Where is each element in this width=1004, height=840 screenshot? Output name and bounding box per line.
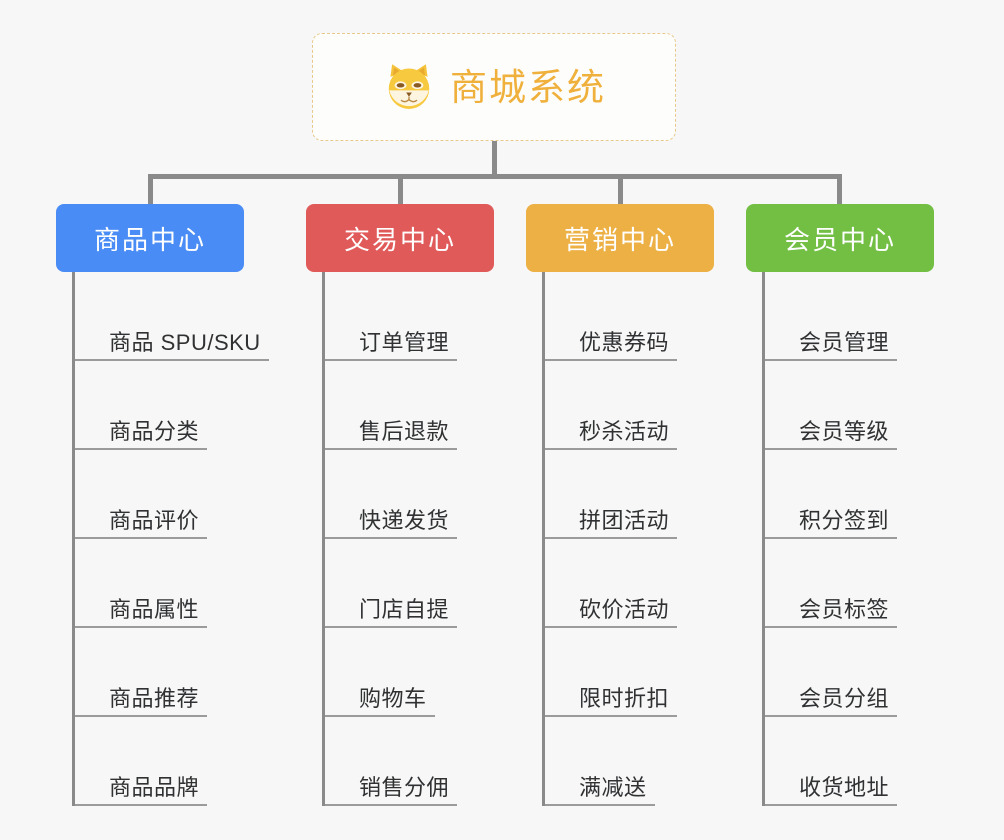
leaf-underline (765, 626, 897, 628)
branch-body-marketing: 优惠券码 秒杀活动 拼团活动 砍价活动 限时折扣 满减送 (542, 272, 762, 806)
branch-header-member[interactable]: 会员中心 (746, 204, 934, 272)
connector-bus (148, 174, 842, 179)
root-node[interactable]: 商城系统 (312, 33, 676, 141)
leaf-label: 会员分组 (799, 685, 890, 711)
list-item[interactable]: 会员分组 (765, 628, 982, 717)
leaf-underline (545, 359, 677, 361)
leaf-underline (765, 448, 897, 450)
leaf-underline (325, 448, 457, 450)
list-item[interactable]: 商品评价 (75, 450, 292, 539)
leaf-underline (75, 804, 207, 806)
root-title: 商城系统 (450, 66, 606, 108)
shiba-dog-icon (388, 64, 430, 109)
leaf-label: 商品推荐 (109, 685, 200, 711)
leaf-underline (545, 626, 677, 628)
leaf-label: 积分签到 (799, 507, 890, 533)
leaf-underline (75, 626, 207, 628)
list-item[interactable]: 会员管理 (765, 272, 982, 361)
connector-drop-branch-1 (398, 174, 403, 206)
connector-root-stem (492, 141, 497, 178)
leaf-underline (75, 448, 207, 450)
list-item[interactable]: 秒杀活动 (545, 361, 762, 450)
leaf-label: 门店自提 (359, 596, 450, 622)
leaf-label: 快递发货 (359, 507, 450, 533)
branch-header-trade[interactable]: 交易中心 (306, 204, 494, 272)
leaf-underline (325, 715, 435, 717)
list-item[interactable]: 积分签到 (765, 450, 982, 539)
leaf-label: 优惠券码 (579, 329, 670, 355)
list-item[interactable]: 商品品牌 (75, 717, 292, 806)
branch-body-member: 会员管理 会员等级 积分签到 会员标签 会员分组 收货地址 (762, 272, 982, 806)
list-item[interactable]: 快递发货 (325, 450, 542, 539)
list-item[interactable]: 拼团活动 (545, 450, 762, 539)
list-item[interactable]: 商品推荐 (75, 628, 292, 717)
list-item[interactable]: 门店自提 (325, 539, 542, 628)
leaf-underline (325, 804, 457, 806)
list-item[interactable]: 购物车 (325, 628, 542, 717)
leaf-underline (545, 448, 677, 450)
branch-column-member: 会员中心 会员管理 会员等级 积分签到 会员标签 会员分组 (746, 204, 982, 806)
leaf-label: 限时折扣 (579, 685, 670, 711)
leaf-label: 销售分佣 (359, 774, 450, 800)
leaf-label: 会员管理 (799, 329, 890, 355)
leaf-label: 砍价活动 (579, 596, 670, 622)
branch-column-marketing: 营销中心 优惠券码 秒杀活动 拼团活动 砍价活动 限时折扣 (526, 204, 762, 806)
branch-header-label: 交易中心 (343, 224, 456, 255)
list-item[interactable]: 售后退款 (325, 361, 542, 450)
leaf-underline (765, 715, 897, 717)
branch-column-trade: 交易中心 订单管理 售后退款 快递发货 门店自提 购物车 (306, 204, 542, 806)
connector-drop-branch-3 (837, 174, 842, 206)
leaf-label: 商品分类 (109, 418, 200, 444)
leaf-underline (765, 804, 897, 806)
leaf-label: 拼团活动 (579, 507, 670, 533)
leaf-label: 商品品牌 (109, 774, 200, 800)
list-item[interactable]: 商品 SPU/SKU (75, 272, 292, 361)
branch-column-product: 商品中心 商品 SPU/SKU 商品分类 商品评价 商品属性 商品推荐 (56, 204, 292, 806)
list-item[interactable]: 限时折扣 (545, 628, 762, 717)
leaf-label: 商品 SPU/SKU (109, 329, 261, 355)
leaf-underline (545, 804, 655, 806)
branch-header-marketing[interactable]: 营销中心 (526, 204, 714, 272)
leaf-underline (325, 626, 457, 628)
leaf-underline (75, 537, 207, 539)
list-item[interactable]: 会员标签 (765, 539, 982, 628)
branch-header-product[interactable]: 商品中心 (56, 204, 244, 272)
leaf-underline (325, 537, 457, 539)
branch-body-product: 商品 SPU/SKU 商品分类 商品评价 商品属性 商品推荐 商品品牌 (72, 272, 292, 806)
leaf-underline (765, 537, 897, 539)
list-item[interactable]: 优惠券码 (545, 272, 762, 361)
leaf-label: 订单管理 (359, 329, 450, 355)
branch-header-label: 商品中心 (93, 224, 206, 255)
leaf-label: 满减送 (579, 774, 647, 800)
list-item[interactable]: 商品属性 (75, 539, 292, 628)
leaf-label: 售后退款 (359, 418, 450, 444)
leaf-underline (325, 359, 457, 361)
leaf-label: 商品评价 (109, 507, 200, 533)
list-item[interactable]: 砍价活动 (545, 539, 762, 628)
leaf-underline (545, 715, 677, 717)
branch-header-label: 营销中心 (563, 224, 676, 255)
leaf-underline (75, 359, 269, 361)
list-item[interactable]: 销售分佣 (325, 717, 542, 806)
leaf-label: 会员标签 (799, 596, 890, 622)
list-item[interactable]: 商品分类 (75, 361, 292, 450)
connector-drop-branch-0 (148, 174, 153, 206)
leaf-label: 秒杀活动 (579, 418, 670, 444)
leaf-underline (545, 537, 677, 539)
branch-body-trade: 订单管理 售后退款 快递发货 门店自提 购物车 销售分佣 (322, 272, 542, 806)
leaf-label: 购物车 (359, 685, 427, 711)
branch-header-label: 会员中心 (783, 224, 896, 255)
list-item[interactable]: 收货地址 (765, 717, 982, 806)
connector-drop-branch-2 (618, 174, 623, 206)
leaf-label: 收货地址 (799, 774, 890, 800)
leaf-underline (765, 359, 897, 361)
list-item[interactable]: 会员等级 (765, 361, 982, 450)
leaf-label: 会员等级 (799, 418, 890, 444)
list-item[interactable]: 满减送 (545, 717, 762, 806)
list-item[interactable]: 订单管理 (325, 272, 542, 361)
leaf-underline (75, 715, 207, 717)
leaf-label: 商品属性 (109, 596, 200, 622)
